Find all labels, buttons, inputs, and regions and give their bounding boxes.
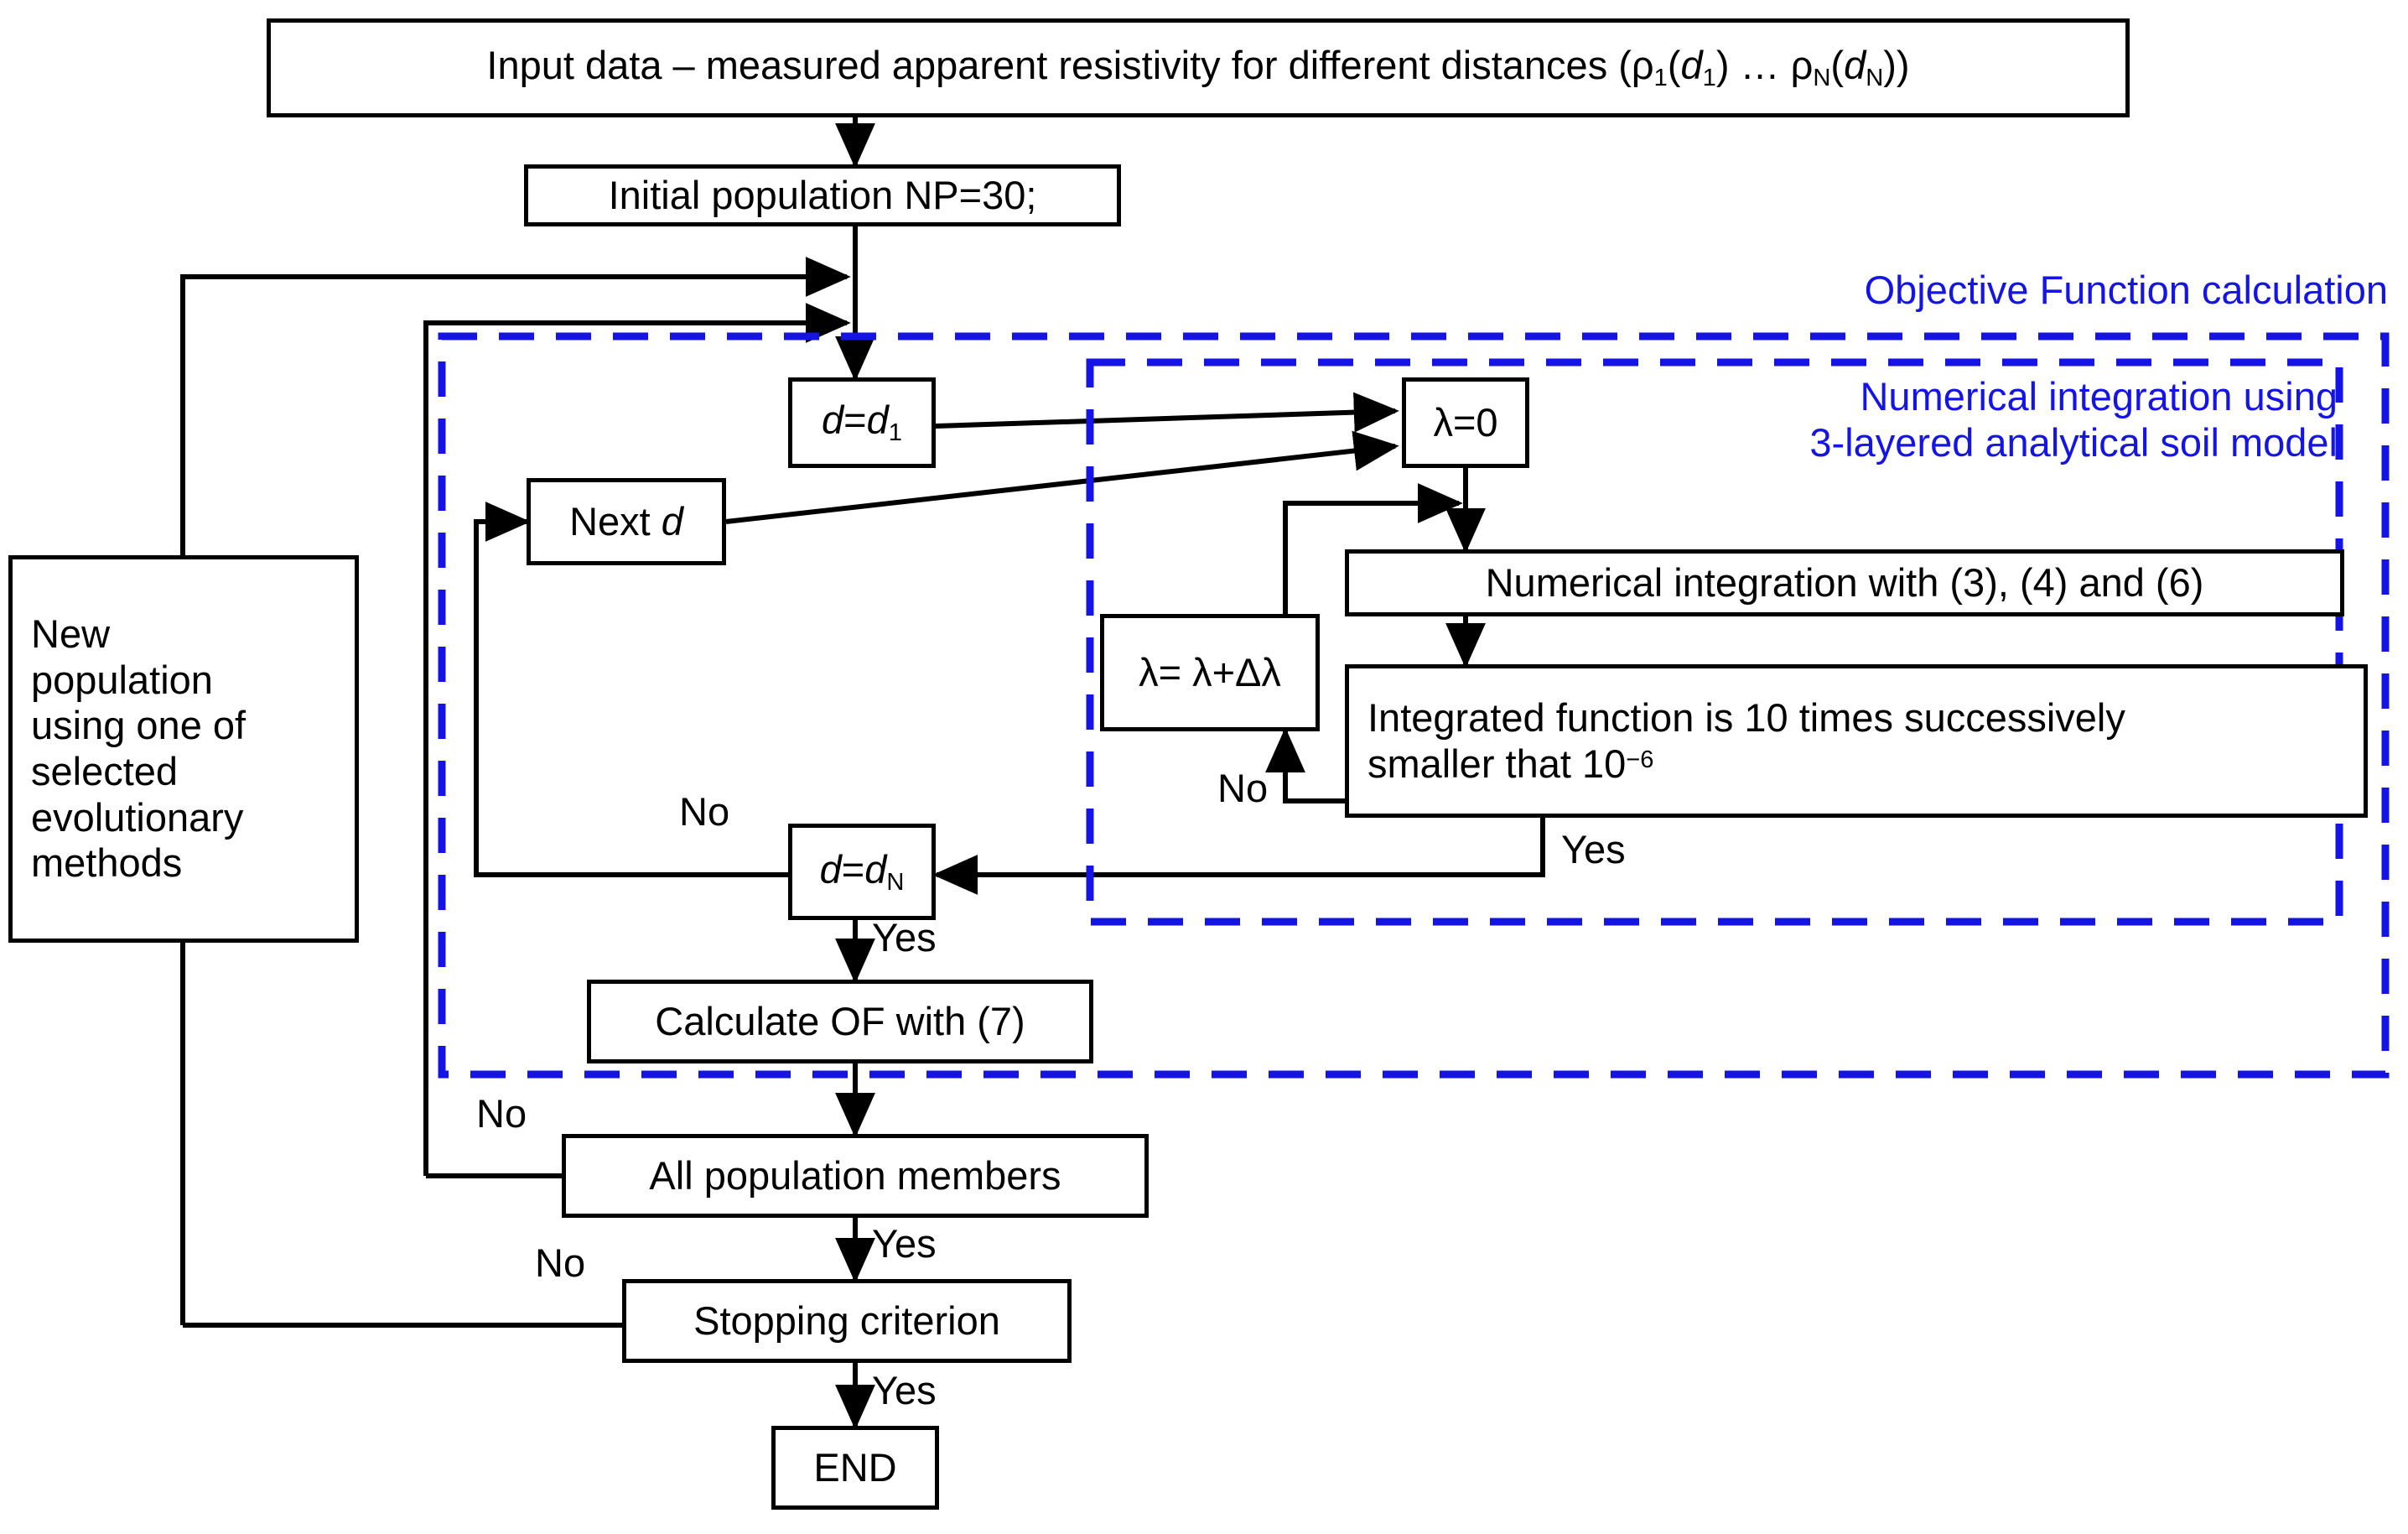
node-calculate-of[interactable]: Calculate OF with (7) — [587, 980, 1093, 1063]
node-numerical-integration[interactable]: Numerical integration with (3), (4) and … — [1345, 549, 2344, 616]
node-lambda-zero[interactable]: λ=0 — [1402, 377, 1529, 468]
node-stopping-criterion[interactable]: Stopping criterion — [622, 1279, 1072, 1363]
edge-nextd-to-lambda — [725, 430, 1399, 524]
node-initial-population-label: Initial population NP=30; — [608, 172, 1037, 217]
edge-label-dN-no: No — [679, 789, 730, 834]
node-lambda-increment[interactable]: λ= λ+Δλ — [1100, 614, 1320, 731]
group-title-objective-function: Objective Function calculation — [1864, 268, 2388, 312]
node-integrated-function-label: Integrated function is 10 times successi… — [1367, 694, 2125, 786]
group-title-numerical-integration: Numerical integration using 3-layered an… — [1809, 374, 2338, 465]
node-stopping-criterion-label: Stopping criterion — [693, 1297, 1000, 1343]
node-input-data-label: Input data – measured apparent resistivi… — [486, 43, 1910, 92]
node-d-equals-dN[interactable]: d=dN — [788, 824, 936, 920]
node-d-equals-d1[interactable]: d=d1 — [788, 377, 936, 468]
node-d-equals-d1-label: d=d1 — [822, 398, 902, 447]
node-integrated-function[interactable]: Integrated function is 10 times successi… — [1345, 664, 2368, 818]
node-new-population[interactable]: New population using one of selected evo… — [8, 555, 359, 943]
edge-label-stopping-yes: Yes — [872, 1368, 937, 1412]
group-numerical-integration — [1086, 358, 2343, 926]
node-calculate-of-label: Calculate OF with (7) — [655, 998, 1025, 1043]
edge-allpop-no-feedback — [423, 303, 851, 1176]
node-all-population-members[interactable]: All population members — [562, 1134, 1149, 1218]
edge-lambdainc-to-spine — [1283, 483, 1463, 614]
edge-label-integrated-no: No — [1217, 766, 1269, 810]
node-next-d-label: Next d — [569, 498, 683, 543]
edge-d1-to-lambda — [935, 392, 1399, 433]
edge-label-dN-yes: Yes — [872, 915, 937, 959]
edge-stopping-no-feedback — [180, 257, 851, 1325]
node-new-population-label: New population using one of selected evo… — [31, 611, 247, 886]
node-end-label: END — [813, 1444, 897, 1490]
group-objective-function-calculation — [438, 332, 2390, 1079]
edge-dN-no-to-nextd — [474, 502, 822, 877]
node-lambda-zero-label: λ=0 — [1433, 399, 1498, 445]
edge-intfunc-yes — [932, 818, 1545, 895]
node-initial-population[interactable]: Initial population NP=30; — [524, 164, 1121, 226]
node-next-d[interactable]: Next d — [527, 478, 726, 565]
edge-label-integrated-yes: Yes — [1561, 827, 1626, 871]
node-numerical-integration-label: Numerical integration with (3), (4) and … — [1485, 559, 2204, 605]
edge-label-population-yes: Yes — [872, 1221, 937, 1266]
edge-label-population-no: No — [476, 1091, 527, 1136]
node-lambda-increment-label: λ= λ+Δλ — [1139, 649, 1281, 694]
node-input-data[interactable]: Input data – measured apparent resistivi… — [267, 18, 2130, 117]
edge-label-stopping-no: No — [535, 1240, 586, 1285]
node-d-equals-dN-label: d=dN — [819, 846, 905, 896]
node-end[interactable]: END — [771, 1426, 939, 1510]
node-all-population-members-label: All population members — [649, 1152, 1061, 1198]
